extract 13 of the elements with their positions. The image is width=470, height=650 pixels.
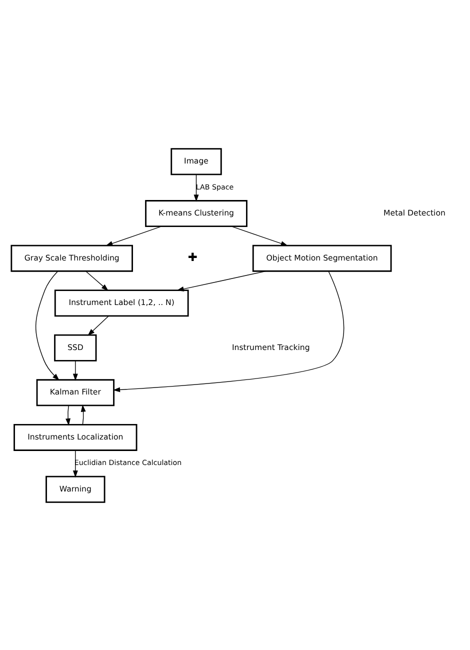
arrow [86,270,108,290]
arrow [194,174,199,202]
arrow [72,360,78,380]
arrow [80,404,86,424]
arrow [66,404,70,426]
arrow [112,270,344,392]
arrow [231,226,288,246]
arrow [176,270,266,291]
arrow [35,270,60,380]
arrow [88,315,109,336]
edge-label: LAB Space [196,182,234,191]
arrow [106,226,162,246]
label: ✚ [188,250,198,264]
